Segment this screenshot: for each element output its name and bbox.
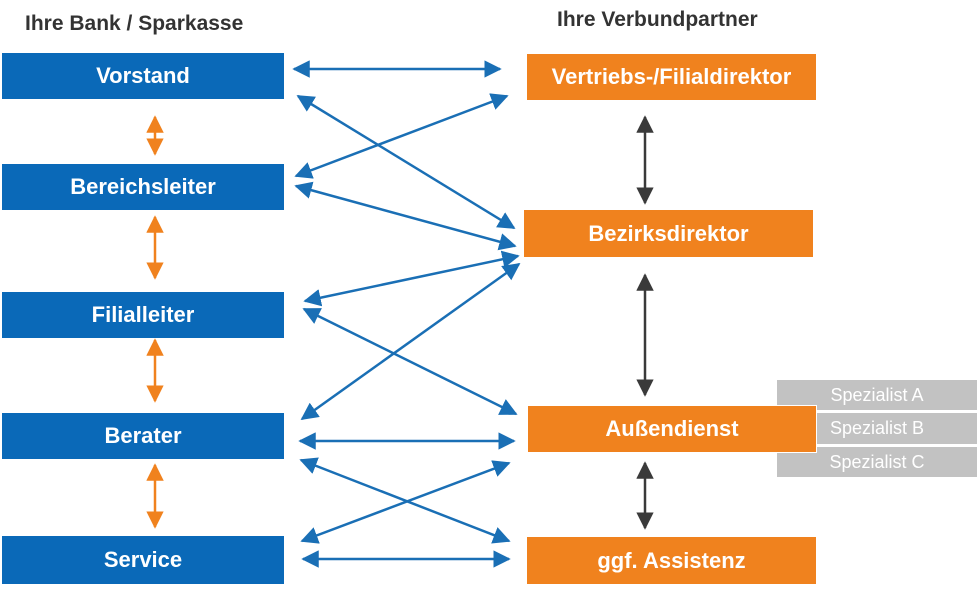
specialist-a: Spezialist A <box>776 379 978 411</box>
box-service: Service <box>2 536 284 584</box>
bank-heading: Ihre Bank / Sparkasse <box>25 12 244 35</box>
arrow-bereichsleiter-bezirksdirektor <box>294 181 517 251</box>
partner-heading: Ihre Verbundpartner <box>557 8 758 31</box>
box-berater: Berater <box>2 413 284 459</box>
arrow-service-aussendienst <box>300 460 511 544</box>
box-vorstand: Vorstand <box>2 53 284 99</box>
box-filialleiter: Filialleiter <box>2 292 284 338</box>
box-bereichsleiter: Bereichsleiter <box>2 164 284 210</box>
box-assistenz: ggf. Assistenz <box>527 537 816 584</box>
arrow-berater-bezirksdirektor <box>300 262 521 421</box>
box-bezirksdirektor: Bezirksdirektor <box>524 210 813 257</box>
box-vertriebsdirektor: Vertriebs-/Filialdirektor <box>527 54 816 100</box>
arrow-filialleiter-bezirksdirektor <box>303 250 520 307</box>
arrow-bereichsleiter-vertriebsdirektor <box>294 93 509 179</box>
box-aussendienst: Außendienst <box>528 406 816 452</box>
arrow-filialleiter-aussendienst <box>302 307 518 416</box>
